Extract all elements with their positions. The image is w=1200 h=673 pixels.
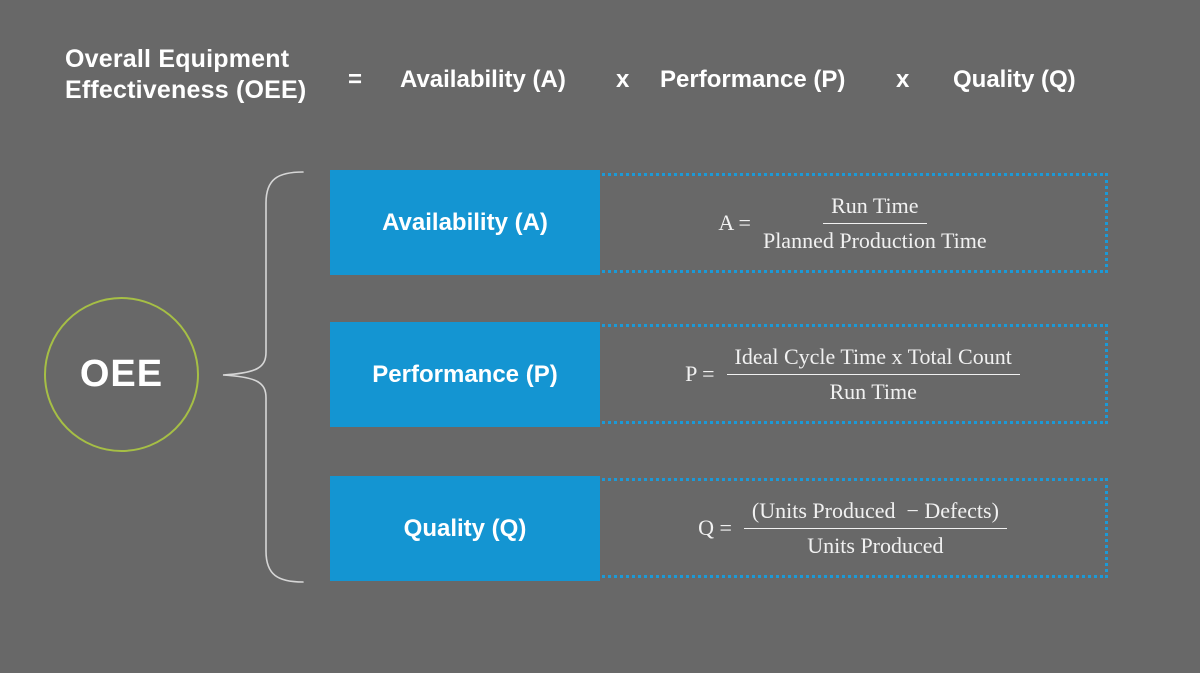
denominator-quality: Units Produced <box>807 532 944 558</box>
header-term-performance: Performance (P) <box>660 66 846 93</box>
numerator-quality: (Units Produced − Defects) <box>743 498 1007 529</box>
header-term-availability: Availability (A) <box>400 66 566 93</box>
factor-box-performance: Performance (P) <box>330 322 600 427</box>
factor-label-quality: Quality (Q) <box>403 514 527 542</box>
factor-box-quality: Quality (Q) <box>330 476 600 581</box>
page-title-line2: Effectiveness (OEE) <box>65 76 307 104</box>
formula-box-performance: P = Ideal Cycle Time x Total Count Run T… <box>597 324 1108 424</box>
page-title-line1: Overall Equipment <box>65 45 290 73</box>
factor-box-availability: Availability (A) <box>330 170 600 275</box>
formula-lhs-quality: Q = <box>698 515 732 540</box>
fraction-quality: (Units Produced − Defects) Units Produce… <box>743 498 1007 559</box>
numerator-availability: Run Time <box>823 193 927 224</box>
denominator-availability: Planned Production Time <box>762 227 987 253</box>
equals-sign: = <box>348 66 363 93</box>
formula-availability: A = Run Time Planned Production Time <box>718 193 986 254</box>
factor-label-performance: Performance (P) <box>372 360 558 388</box>
formula-box-availability: A = Run Time Planned Production Time <box>597 173 1108 273</box>
formula-lhs-availability: A = <box>718 210 751 235</box>
page-title: Overall Equipment Effectiveness (OEE) <box>65 44 306 106</box>
oee-circle: OEE <box>44 297 199 452</box>
fraction-performance: Ideal Cycle Time x Total Count Run Time <box>726 344 1020 405</box>
header-term-quality: Quality (Q) <box>953 66 1076 93</box>
numerator-performance: Ideal Cycle Time x Total Count <box>726 344 1020 375</box>
formula-quality: Q = (Units Produced − Defects) Units Pro… <box>698 498 1007 559</box>
denominator-performance: Run Time <box>829 378 917 404</box>
formula-lhs-performance: P = <box>685 361 715 386</box>
formula-performance: P = Ideal Cycle Time x Total Count Run T… <box>685 344 1020 405</box>
multiply-sign-2: x <box>896 66 910 93</box>
factor-label-availability: Availability (A) <box>382 208 548 236</box>
fraction-availability: Run Time Planned Production Time <box>763 193 987 254</box>
multiply-sign-1: x <box>616 66 630 93</box>
oee-circle-label: OEE <box>79 353 164 395</box>
formula-box-quality: Q = (Units Produced − Defects) Units Pro… <box>597 478 1108 578</box>
